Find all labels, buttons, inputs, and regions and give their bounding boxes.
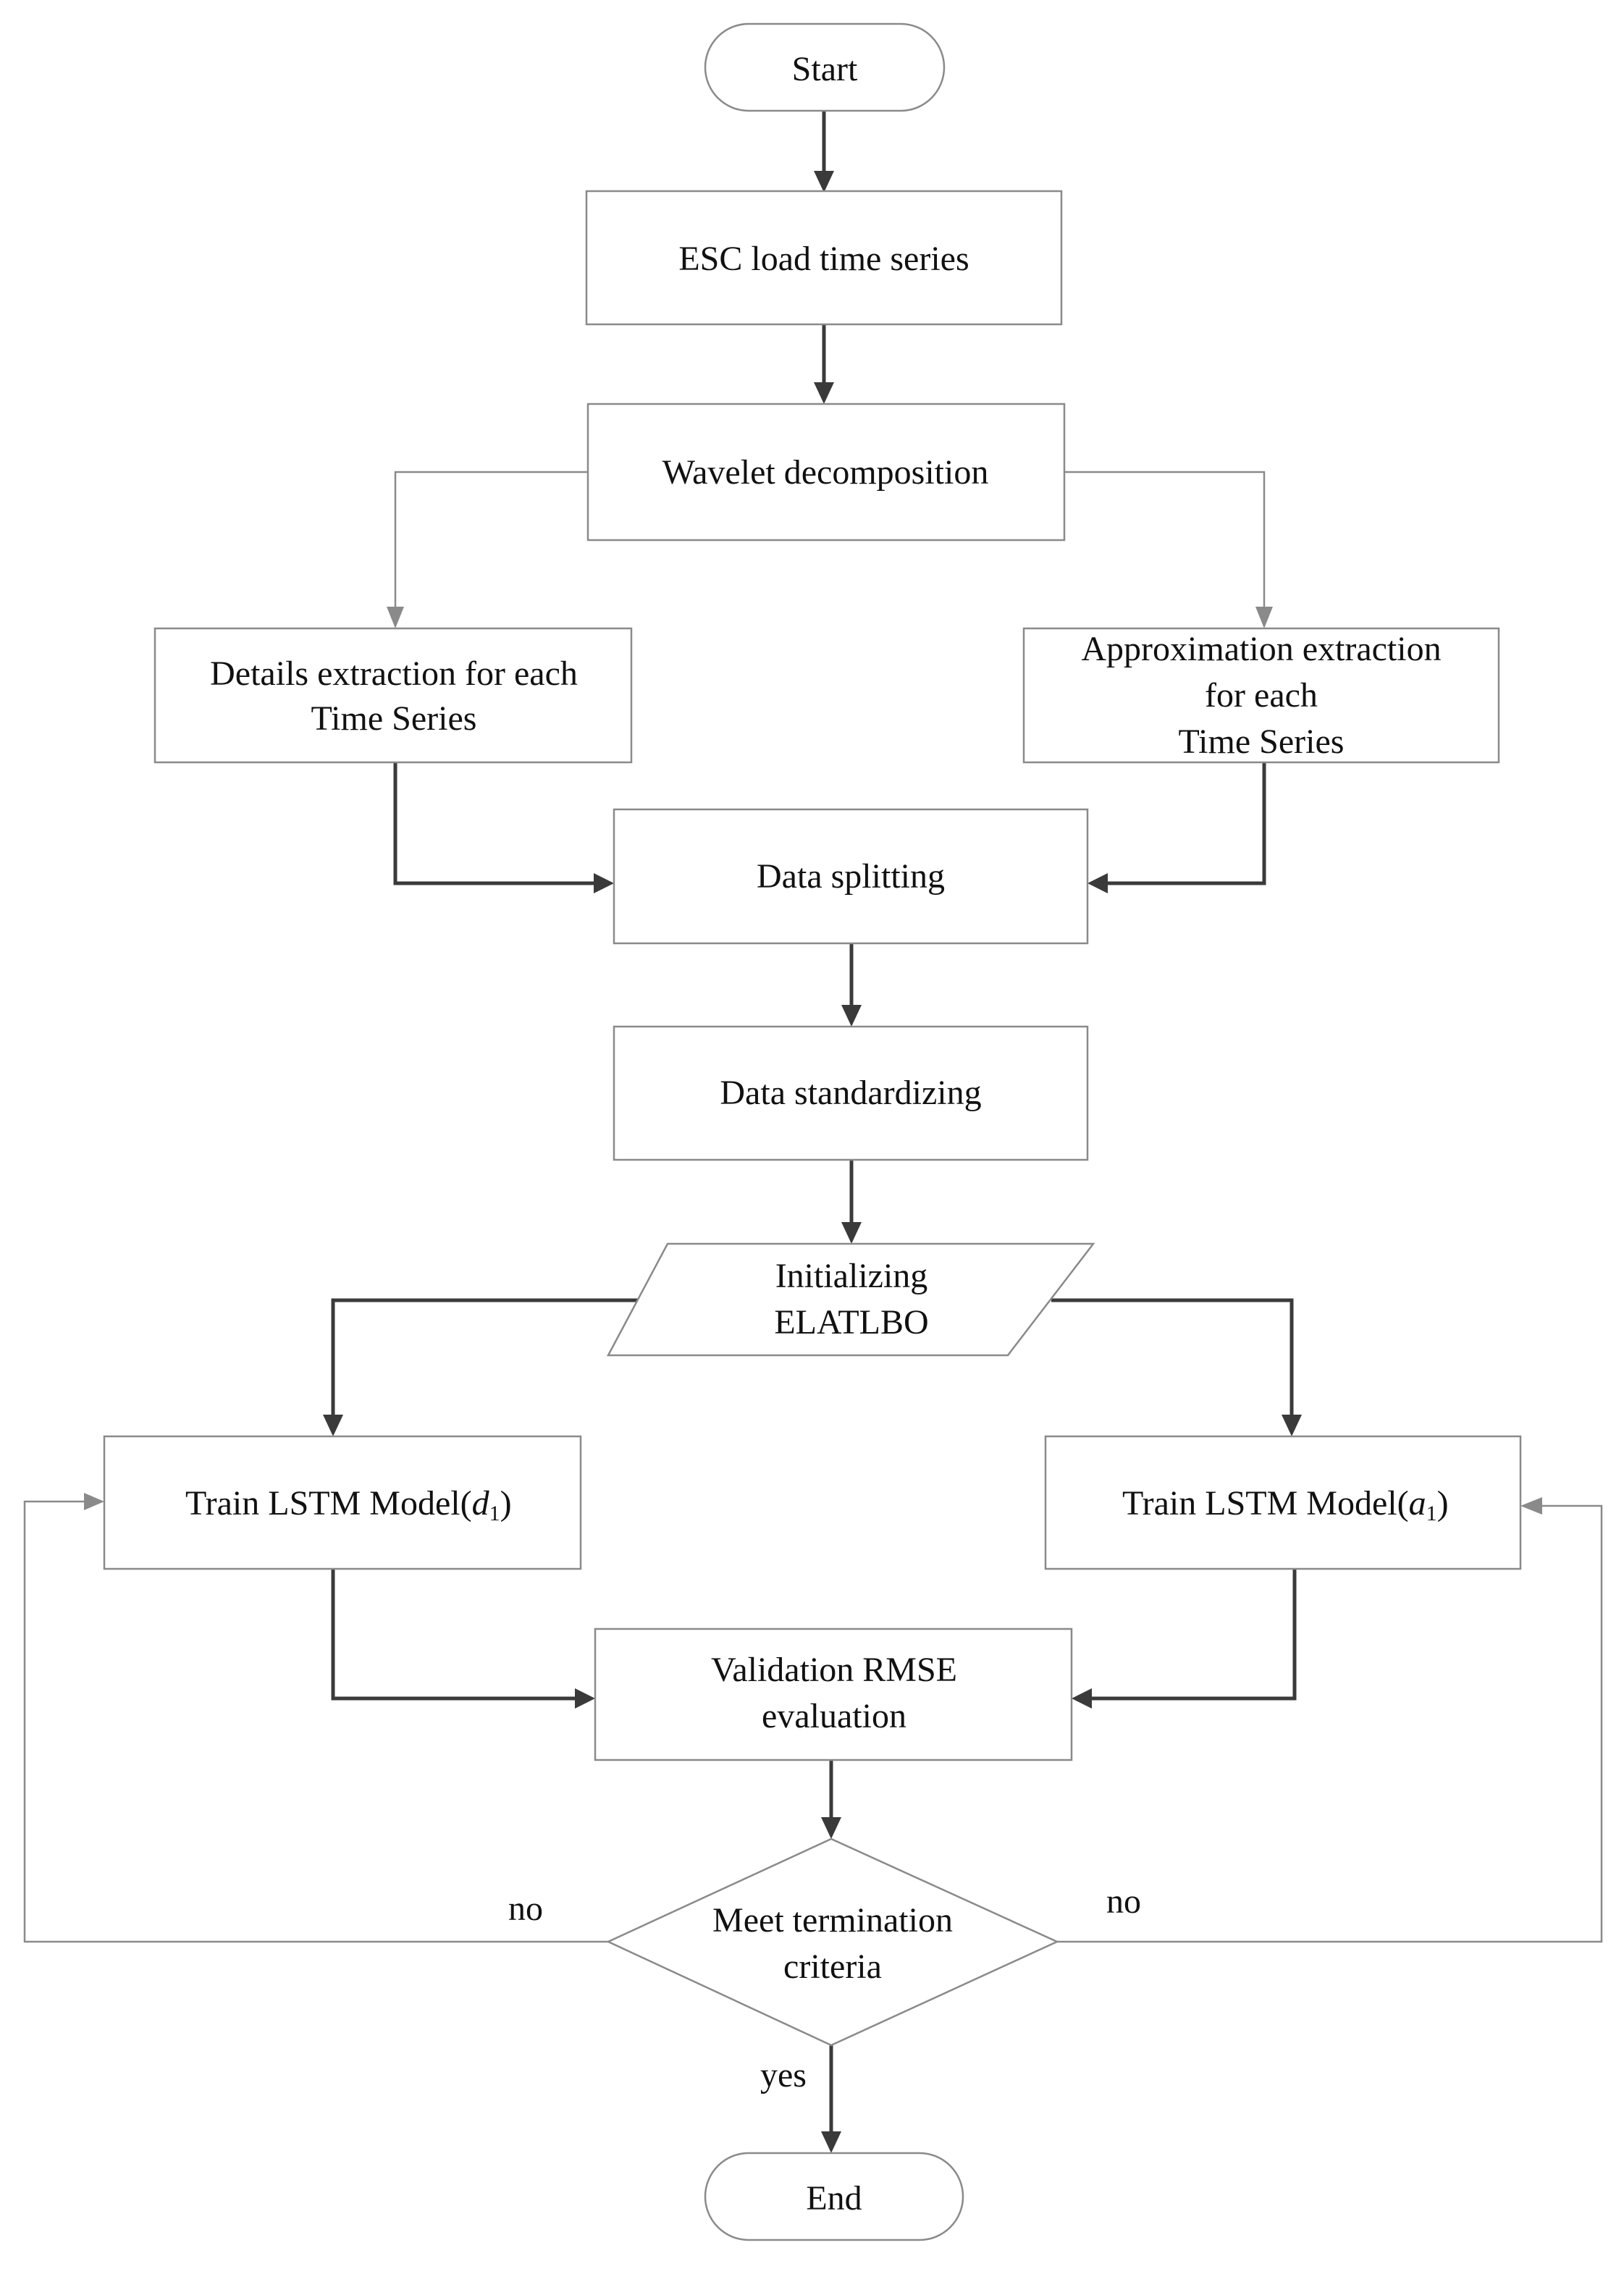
load-series-label: ESC load time series [678,240,969,278]
start-label: Start [792,50,858,88]
arrow-initializing-to-train-a [1051,1298,1302,1436]
edge-label-no-left: no [508,1890,543,1928]
details-process: Details extraction for each Time Series [153,627,633,764]
end-label: End [806,2179,862,2218]
arrow-load-to-wavelet [814,324,834,404]
train-d-process: Train LSTM Model(d1) [103,1435,582,1570]
approximation-label-line-1: Approximation extraction [1081,630,1441,668]
arrow-decision-no-to-train-d [23,1493,608,1943]
initializing-io: Initializing ELATLBO [606,1242,1095,1357]
arrow-wavelet-to-approximation [1064,471,1273,628]
standardizing-label: Data standardizing [720,1074,981,1112]
decision-label-line-1: Meet termination [712,1901,953,1940]
train-d-label: Train LSTM Model(d1) [185,1484,512,1525]
arrow-decision-yes-to-end [821,2045,841,2153]
termination-decision: Meet termination criteria [606,1837,1060,2047]
wavelet-label: Wavelet decomposition [662,453,989,492]
train-a-process: Train LSTM Model(a1) [1044,1435,1522,1570]
end-terminal: End [704,2152,964,2241]
edge-label-yes: yes [760,2056,807,2094]
arrow-standardizing-to-initializing [841,1160,862,1244]
arrow-start-to-load [814,111,834,193]
validation-label-line-2: evaluation [762,1697,906,1735]
arrow-initializing-to-train-d [323,1298,653,1436]
load-series-process: ESC load time series [585,190,1063,326]
decision-label-line-2: criteria [783,1947,882,1986]
arrow-train-a-to-validation [1072,1569,1297,1709]
arrow-train-d-to-validation [331,1569,595,1709]
arrow-details-to-splitting [393,762,614,893]
train-a-label: Train LSTM Model(a1) [1122,1484,1449,1525]
details-label-line-2: Time Series [311,699,477,738]
start-terminal: Start [704,22,946,112]
arrow-validation-to-decision [821,1760,841,1839]
splitting-label: Data splitting [757,857,945,896]
arrow-decision-no-to-train-a [1057,1497,1603,1943]
arrow-splitting-to-standardizing [841,943,862,1027]
arrow-approximation-to-splitting [1087,762,1266,893]
initializing-label-line-2: ELATLBO [774,1303,928,1342]
approximation-label-line-2: for each [1205,676,1318,715]
arrow-wavelet-to-details [387,471,588,628]
wavelet-process: Wavelet decomposition [586,403,1066,542]
validation-label-line-1: Validation RMSE [711,1651,957,1689]
details-label-line-1: Details extraction for each [210,654,578,693]
edge-label-no-right: no [1106,1882,1141,1921]
validation-process: Validation RMSE evaluation [594,1627,1073,1761]
splitting-process: Data splitting [613,808,1089,945]
standardizing-process: Data standardizing [613,1025,1089,1161]
approximation-process: Approximation extraction for each Time S… [1022,627,1500,764]
initializing-label-line-1: Initializing [775,1257,928,1295]
approximation-label-line-3: Time Series [1179,723,1345,761]
